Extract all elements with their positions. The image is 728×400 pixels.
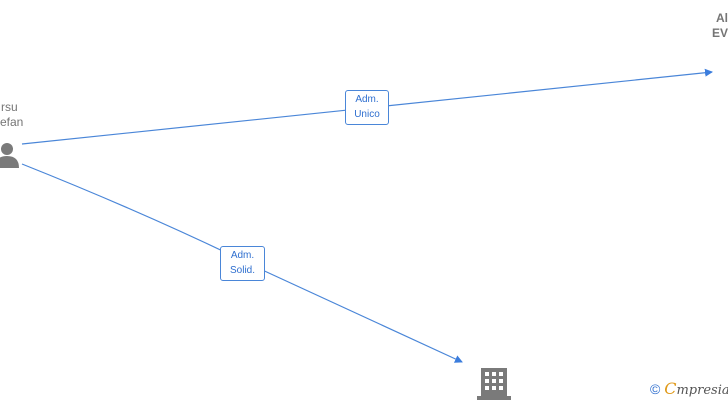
empresia-logo: Cmpresia	[664, 379, 728, 398]
empresia-logo-initial: C	[664, 379, 677, 398]
company-top-name-line2: EV	[712, 26, 728, 40]
edge-label-top-line1: Adm.	[355, 94, 379, 105]
empresia-logo-text: mpresia	[676, 383, 728, 398]
person-name-line2: efan	[0, 115, 24, 129]
person-name-line1: rsu	[1, 100, 18, 114]
edge-label-top[interactable]: Adm. Unico	[345, 90, 389, 125]
company-top-node-label[interactable]: Al EV	[712, 11, 728, 41]
empresia-watermark: © Cmpresia	[650, 379, 728, 398]
edge-label-bottom-line2: Solid.	[229, 265, 255, 276]
building-icon[interactable]	[477, 368, 511, 400]
person-node-label[interactable]: rsu efan	[0, 100, 23, 130]
person-icon[interactable]	[0, 143, 19, 168]
edge-label-top-line2: Unico	[354, 109, 380, 120]
edge-label-bottom-line1: Adm.	[230, 250, 255, 261]
copyright-symbol: ©	[650, 381, 661, 397]
edge-label-bottom[interactable]: Adm. Solid.	[220, 246, 265, 281]
company-top-name-line1: Al	[716, 11, 728, 25]
